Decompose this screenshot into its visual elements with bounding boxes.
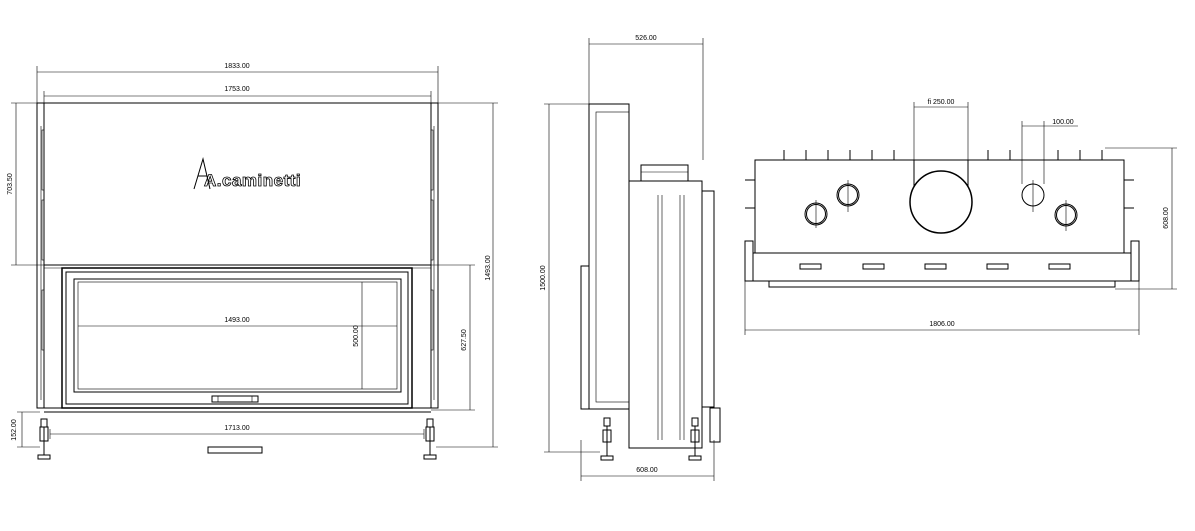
vent-slot (799, 263, 822, 270)
dim-top-width: 1753.00 (224, 86, 249, 93)
front-view: A.caminetti 1833.00 1753.00 703.50 1493.… (7, 63, 498, 460)
door-handle (211, 395, 259, 403)
side-hood (588, 103, 630, 410)
air-outlet-right-a (1021, 180, 1045, 212)
top-view: fi 250.00 100.00 608.00 1806.00 (744, 99, 1177, 335)
brand-logo: A.caminetti (193, 157, 301, 190)
vent-slot (862, 263, 885, 270)
side-dimensions: 526.00 1500.00 608.00 (540, 35, 715, 481)
dim-glass-width: 1493.00 (224, 317, 249, 324)
dim-overall-height: 1493.00 (485, 255, 492, 280)
side-right-foot (688, 417, 702, 461)
dim-top-depth: 526.00 (635, 35, 657, 42)
right-side-frame (430, 102, 439, 409)
vent-slot (1048, 263, 1071, 270)
vent-slot (924, 263, 947, 270)
dim-glass-height: 500.00 (353, 325, 360, 347)
dim-top-width-1806: 1806.00 (929, 321, 954, 328)
side-body (628, 180, 703, 449)
front-right-foot (423, 418, 437, 460)
dim-door-height: 627.50 (461, 329, 468, 351)
dim-base-width: 1713.00 (224, 425, 249, 432)
air-outlet-right-b (1054, 200, 1078, 231)
dim-top-depth-608: 608.00 (1163, 207, 1170, 229)
dim-overall-width: 1833.00 (224, 63, 249, 70)
flue-outlet-large (909, 160, 973, 234)
side-left-foot (600, 417, 614, 461)
side-view: 526.00 1500.00 608.00 (540, 35, 721, 481)
side-flue-collar (640, 164, 689, 182)
glass-panel (73, 278, 402, 393)
vent-slot (986, 263, 1009, 270)
air-outlet-left-a (804, 200, 828, 228)
logo-text: A.caminetti (204, 171, 301, 190)
ash-tray (207, 446, 263, 454)
left-side-frame (36, 102, 45, 409)
top-dimensions: fi 250.00 100.00 608.00 1806.00 (744, 99, 1177, 335)
dim-base-depth: 608.00 (636, 467, 658, 474)
front-left-foot (37, 418, 51, 460)
dim-foot-height: 152.00 (11, 419, 18, 441)
dim-small-outlet: 100.00 (1052, 119, 1074, 126)
front-dimensions: 1833.00 1753.00 703.50 1493.00 627.50 14… (7, 63, 498, 448)
dim-side-height: 1500.00 (540, 265, 547, 290)
dim-hood-height: 703.50 (7, 173, 14, 195)
dim-flue-diameter: fi 250.00 (928, 99, 955, 106)
air-outlet-left-b (836, 180, 860, 212)
